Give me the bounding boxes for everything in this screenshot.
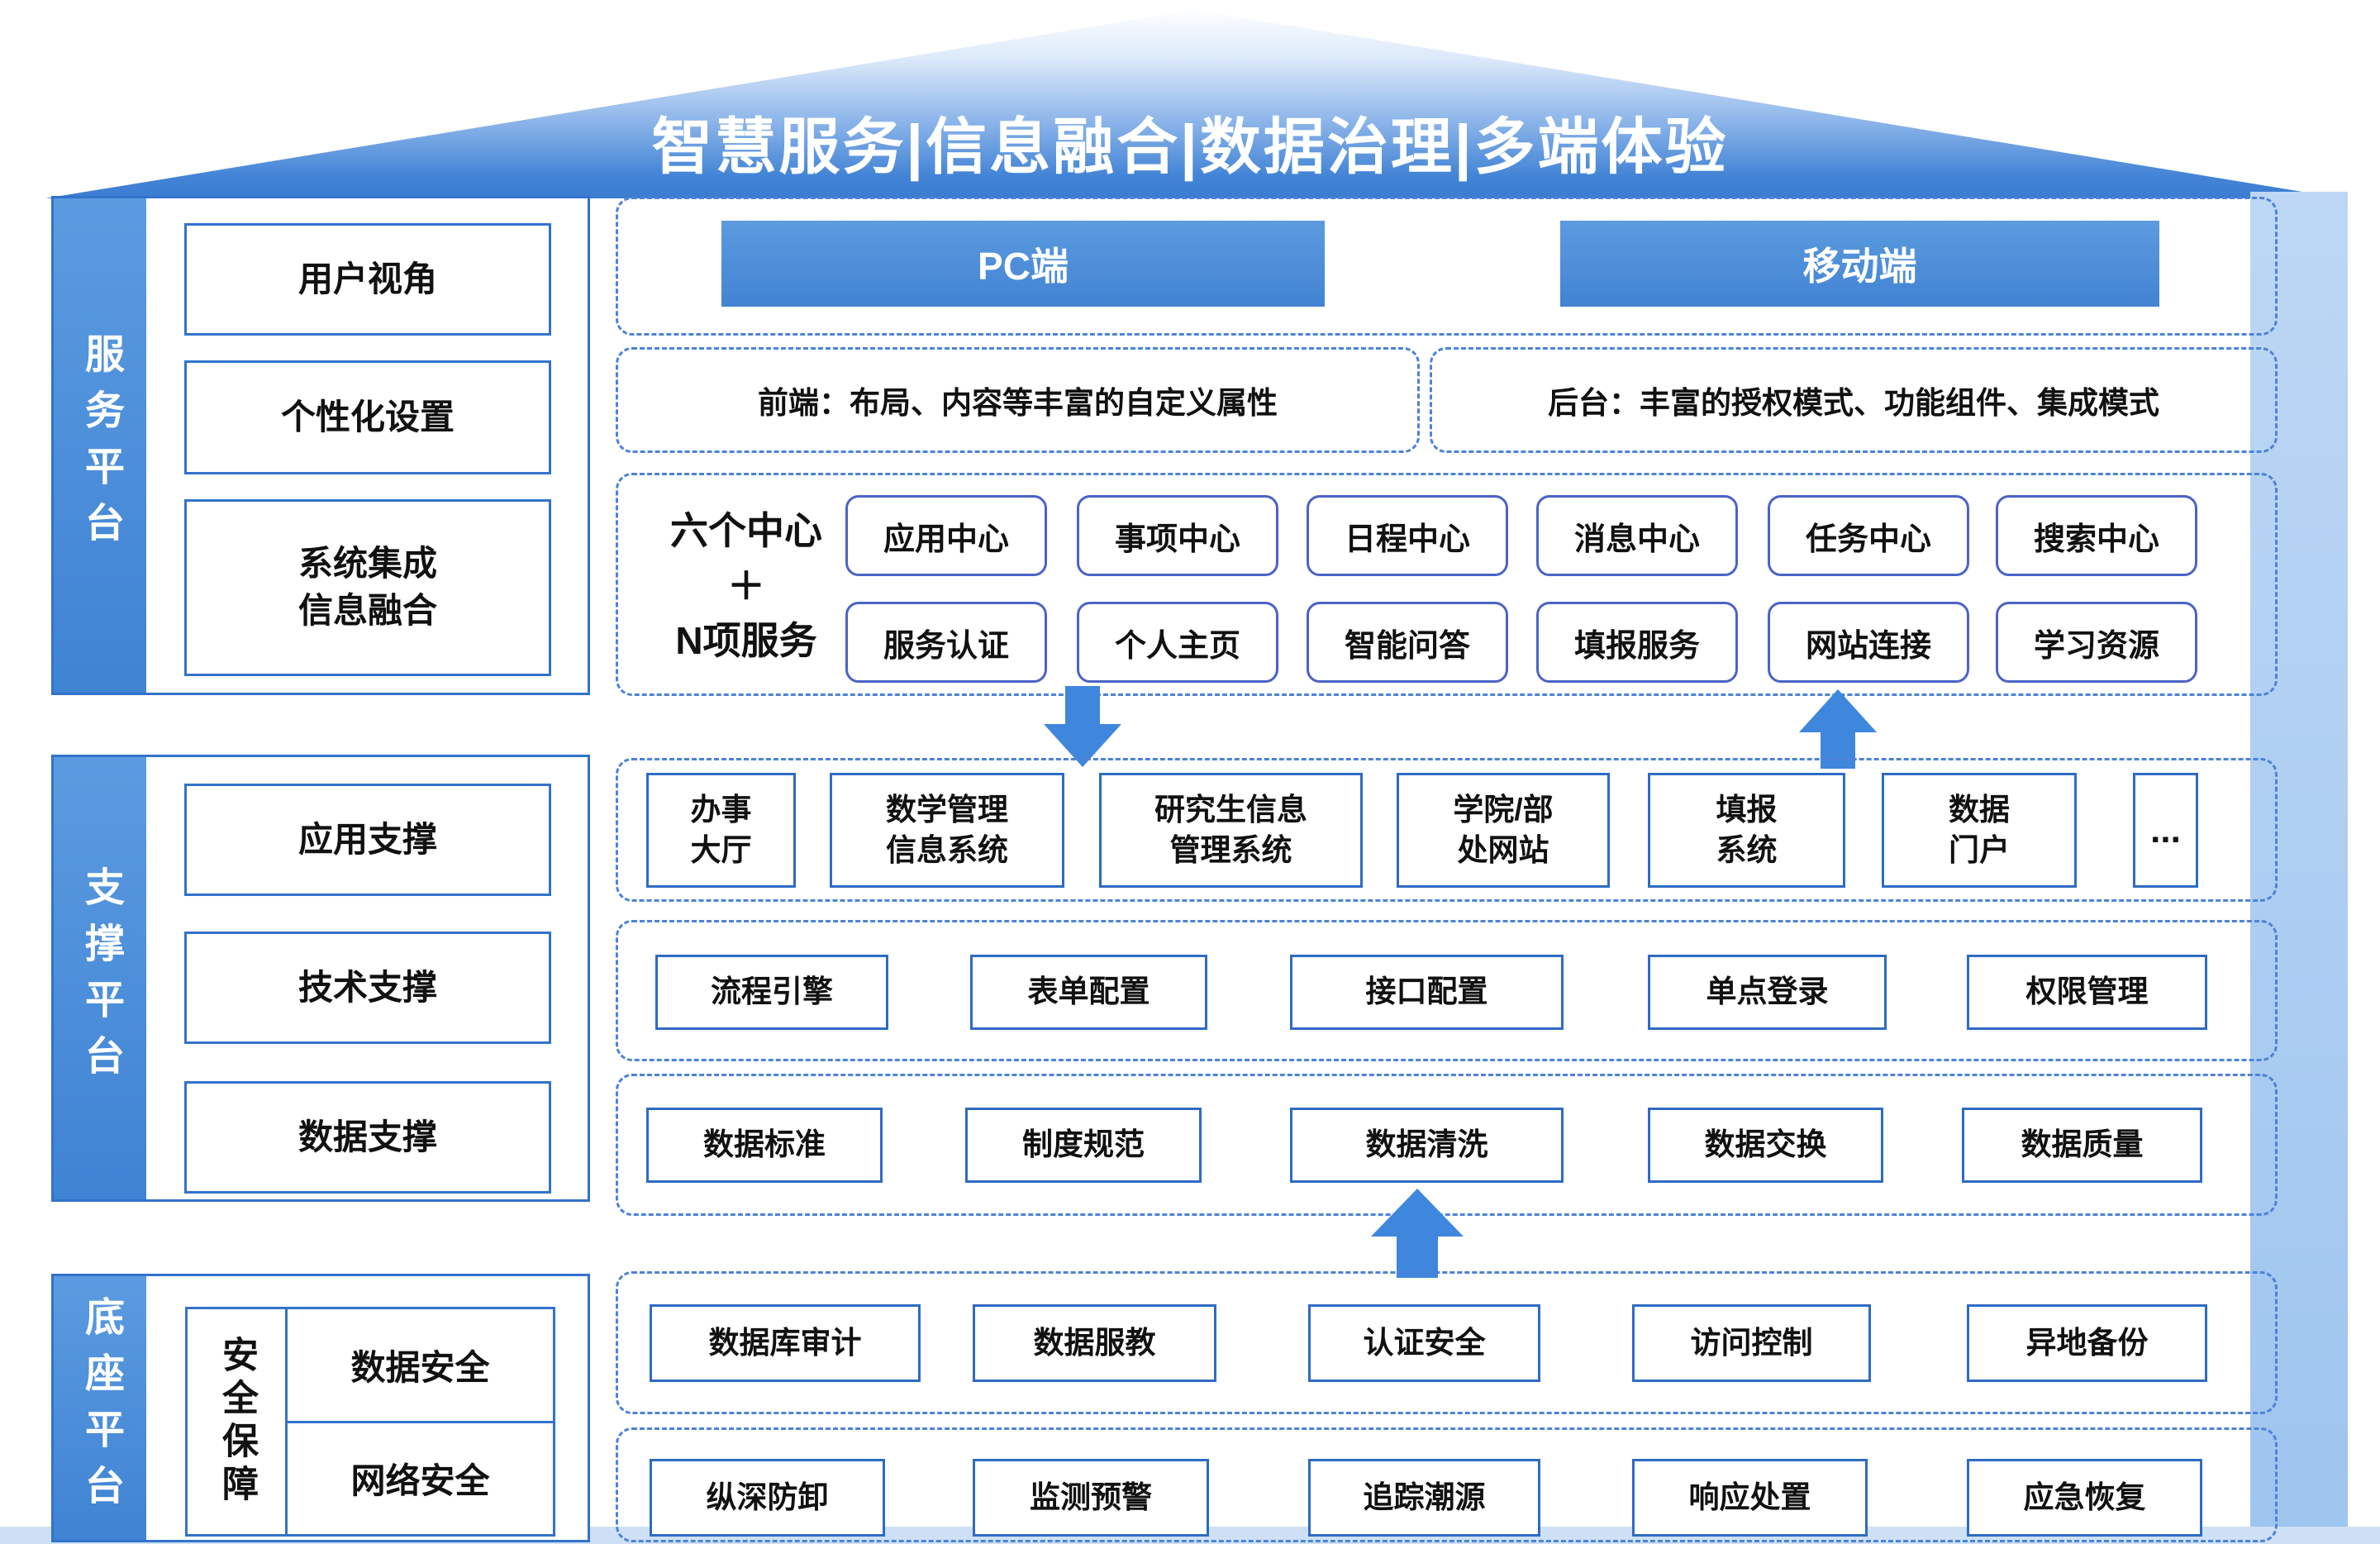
platform-item: 用户视角	[184, 223, 551, 336]
frontend-note-box: 前端：布局、内容等丰富的自定义属性	[616, 347, 1420, 453]
centers-label-bottom: N项服务	[675, 619, 817, 663]
center-chip: 应用中心	[845, 495, 1047, 576]
centers-label-top: 六个中心	[670, 509, 822, 552]
tech-chip: 权限管理	[1967, 955, 2207, 1030]
platform-item: 应用支撑	[184, 784, 551, 896]
security-chip: 数据服教	[973, 1304, 1216, 1382]
data-chip: 数据交换	[1648, 1108, 1883, 1183]
security-chip: 响应处置	[1632, 1459, 1868, 1537]
tech-chip: 流程引擎	[655, 955, 888, 1030]
data-chip: 数据质量	[1962, 1108, 2202, 1183]
security-cell: 网络安全	[350, 1461, 490, 1501]
data-container: 数据标准 制度规范 数据清洗 数据交换 数据质量	[616, 1074, 2278, 1216]
service-chip: 服务认证	[845, 602, 1047, 683]
security-chip: 认证安全	[1308, 1304, 1540, 1382]
centers-container: 六个中心 ＋ N项服务 应用中心 事项中心 日程中心 消息中心 任务中心 搜索中…	[616, 473, 2278, 696]
platform-strip: 底座平台	[54, 1276, 146, 1540]
platform-section-service: 服务平台 用户视角 个性化设置 系统集成 信息融合	[51, 196, 590, 695]
system-chip: 办事 大厅	[646, 773, 796, 888]
security-group-cells: 数据安全 网络安全	[288, 1309, 553, 1534]
platform-section-body: 用户视角 个性化设置 系统集成 信息融合	[146, 198, 588, 693]
right-edge-band	[2250, 192, 2348, 1544]
terminals-container: PC端 移动端	[616, 197, 2278, 336]
security-chip: 数据库审计	[650, 1304, 921, 1382]
system-chip: 学院/部 处网站	[1397, 773, 1610, 888]
security-row1-container: 数据库审计 数据服教 认证安全 访问控制 异地备份	[616, 1271, 2278, 1414]
platform-strip: 支撑平台	[54, 757, 146, 1199]
arrow-up-large-icon	[1371, 1189, 1464, 1278]
service-chip: 网站连接	[1768, 602, 1969, 683]
backend-note-box: 后台：丰富的授权模式、功能组件、集成模式	[1430, 347, 2278, 453]
security-chip: 纵深防卸	[650, 1459, 885, 1537]
security-chip: 异地备份	[1967, 1304, 2207, 1382]
arrow-down-icon	[1044, 686, 1121, 767]
system-chip: 数学管理 信息系统	[830, 773, 1064, 888]
service-chip: 智能问答	[1307, 602, 1508, 683]
tech-chip: 表单配置	[970, 955, 1207, 1030]
center-chip: 事项中心	[1077, 495, 1278, 576]
security-group-label-box: 安全保障	[188, 1309, 288, 1534]
centers-label: 六个中心 ＋ N项服务	[647, 503, 845, 669]
security-chip: 访问控制	[1632, 1304, 1871, 1382]
platform-strip-label: 服务平台	[79, 333, 122, 558]
security-group: 安全保障 数据安全 网络安全	[185, 1307, 555, 1537]
security-chip: 追踪潮源	[1308, 1459, 1540, 1537]
platform-item: 技术支撑	[184, 932, 551, 1044]
system-chip: 数据 门户	[1882, 773, 2077, 888]
data-chip: 数据清洗	[1290, 1108, 1564, 1183]
platform-strip: 服务平台	[54, 198, 146, 693]
platform-item: 数据支撑	[184, 1081, 551, 1194]
platform-item: 系统集成 信息融合	[184, 499, 551, 676]
data-chip: 制度规范	[965, 1108, 1202, 1183]
terminal-chip-mobile: 移动端	[1560, 221, 2159, 307]
security-row2-container: 纵深防卸 监测预警 追踪潮源 响应处置 应急恢复	[616, 1427, 2278, 1542]
service-chip: 学习资源	[1996, 602, 2197, 683]
system-chip: 研究生信息 管理系统	[1099, 773, 1363, 888]
security-chip: 应急恢复	[1967, 1459, 2202, 1537]
tech-container: 流程引擎 表单配置 接口配置 单点登录 权限管理	[616, 920, 2278, 1061]
security-cell: 数据安全	[288, 1309, 553, 1423]
tech-chip: 接口配置	[1290, 955, 1564, 1030]
center-chip: 任务中心	[1768, 495, 1969, 576]
security-group-label: 安全保障	[217, 1336, 257, 1508]
platform-section-body: 安全保障 数据安全 网络安全	[146, 1276, 588, 1540]
systems-container: 办事 大厅 数学管理 信息系统 研究生信息 管理系统 学院/部 处网站 填报 系…	[616, 758, 2278, 902]
service-chip: 填报服务	[1536, 602, 1738, 683]
system-chip: 填报 系统	[1648, 773, 1845, 888]
security-chip: 监测预警	[973, 1459, 1209, 1537]
platform-section-body: 应用支撑 技术支撑 数据支撑	[146, 757, 588, 1199]
platform-section-support: 支撑平台 应用支撑 技术支撑 数据支撑	[51, 755, 590, 1202]
page-title: 智慧服务|信息融合|数据治理|多端体验	[651, 112, 1729, 181]
platform-section-base: 底座平台 安全保障 数据安全 网络安全	[51, 1274, 590, 1542]
center-chip: 日程中心	[1307, 495, 1508, 576]
center-chip: 搜索中心	[1996, 495, 2197, 576]
service-chip: 个人主页	[1077, 602, 1278, 683]
centers-label-plus: ＋	[727, 564, 765, 608]
platform-strip-label: 支撑平台	[79, 865, 122, 1091]
platform-item: 个性化设置	[184, 360, 551, 474]
terminal-chip-pc: PC端	[721, 221, 1325, 307]
system-chip-more: ...	[2133, 773, 2198, 888]
platform-strip-label: 底座平台	[79, 1295, 122, 1521]
data-chip: 数据标准	[646, 1108, 883, 1183]
arrow-up-icon	[1799, 689, 1877, 769]
tech-chip: 单点登录	[1648, 955, 1887, 1030]
center-chip: 消息中心	[1536, 495, 1738, 576]
